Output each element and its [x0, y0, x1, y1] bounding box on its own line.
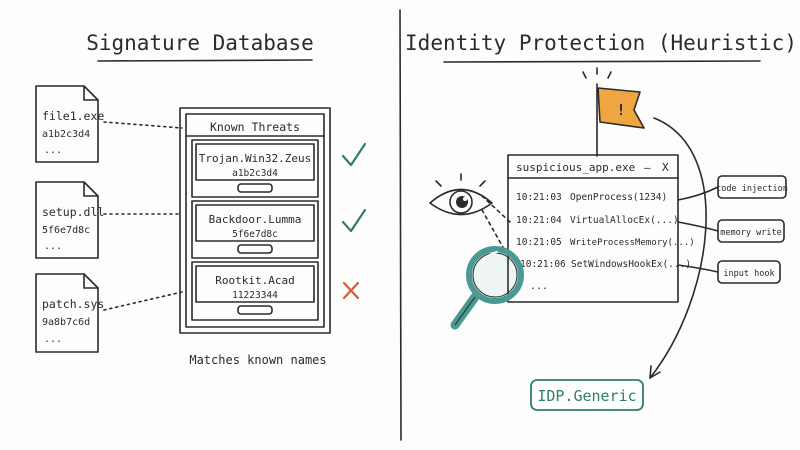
drawer-threat-hash: 11223344 — [232, 290, 278, 301]
left-caption: Matches known names — [189, 353, 326, 367]
drawer-threat-name: Backdoor.Lumma — [209, 213, 302, 226]
log-time: 10:21:05 — [516, 237, 562, 248]
drawer-threat-name: Trojan.Win32.Zeus — [199, 152, 312, 165]
file-name: setup.dll — [42, 205, 104, 219]
file-name: file1.exe — [42, 109, 104, 123]
arrow-head-icon — [649, 365, 661, 379]
drawer-threat-hash: a1b2c3d4 — [232, 168, 278, 179]
drawer-threat-hash: 5f6e7d8c — [232, 229, 278, 240]
cabinet-title: Known Threats — [210, 120, 300, 134]
file-card-1: file1.exe a1b2c3d4 ... — [35, 85, 104, 163]
verdict-badge: IDP.Generic — [530, 379, 644, 411]
drawer-threat-name: Rootkit.Acad — [215, 274, 294, 287]
connector-dotted — [103, 121, 183, 129]
log-call: OpenProcess(1234) — [570, 192, 667, 203]
sight-line — [481, 195, 511, 223]
tag-label: code injection — [716, 184, 788, 194]
drawer-handle — [237, 305, 273, 315]
left-title-underline — [97, 59, 313, 62]
threat-drawer-1: Trojan.Win32.Zeus a1b2c3d4 — [191, 139, 319, 198]
behavior-tag: memory write — [717, 219, 785, 243]
file-more: ... — [44, 241, 62, 252]
behavior-tag: code injection — [716, 175, 788, 199]
file-more: ... — [44, 334, 62, 345]
window-title: suspicious_app.exe — [516, 161, 635, 174]
tag-label: input hook — [723, 269, 774, 279]
file-more: ... — [44, 145, 62, 156]
tag-connector — [677, 186, 719, 201]
no-match-cross-icon — [342, 281, 360, 300]
file-card-2: setup.dll 5f6e7d8c ... — [35, 181, 104, 259]
match-check-icon — [341, 142, 367, 167]
verdict-label: IDP.Generic — [537, 387, 636, 405]
log-call: VirtualAllocEx(...) — [570, 215, 679, 226]
close-icon[interactable]: X — [662, 161, 669, 174]
warning-flag-icon: ! — [582, 67, 645, 157]
log-call: WriteProcessMemory(...) — [570, 238, 695, 248]
panel-divider — [399, 9, 402, 441]
file-hash: 9a8b7c6d — [42, 317, 90, 328]
file-hash: 5f6e7d8c — [42, 225, 90, 236]
file-card-3: patch.sys 9a8b7c6d ... — [35, 273, 104, 353]
verdict-arrow — [649, 117, 707, 379]
app-window: suspicious_app.exe – X 10:21:03 OpenProc… — [507, 154, 695, 303]
connector-dotted — [103, 291, 183, 311]
threat-cabinet: Known Threats Trojan.Win32.Zeus a1b2c3d4… — [179, 107, 331, 334]
log-time: 10:21:04 — [516, 215, 562, 226]
match-check-icon — [341, 208, 367, 233]
log-time: 10:21:06 — [520, 259, 566, 270]
magnifying-glass-icon — [450, 246, 524, 330]
drawer-handle — [237, 244, 273, 254]
tag-connector — [677, 264, 719, 273]
minimize-icon[interactable]: – — [644, 161, 651, 174]
behavior-tag: input hook — [717, 260, 781, 284]
tag-label: memory write — [720, 228, 781, 238]
log-time: 10:21:03 — [516, 192, 562, 203]
right-panel-title: Identity Protection (Heuristic) — [405, 31, 797, 55]
threat-drawer-3: Rootkit.Acad 11223344 — [191, 261, 319, 321]
threat-drawer-2: Backdoor.Lumma 5f6e7d8c — [191, 200, 319, 259]
log-more: ... — [530, 281, 548, 292]
eye-icon — [429, 173, 493, 216]
file-hash: a1b2c3d4 — [42, 129, 90, 140]
right-title-underline — [443, 60, 761, 63]
file-name: patch.sys — [42, 297, 104, 311]
log-call: SetWindowsHookEx(...) — [571, 259, 691, 270]
flag-exclamation: ! — [616, 101, 625, 119]
tag-connector — [677, 221, 719, 232]
left-panel-title: Signature Database — [86, 31, 314, 55]
drawer-handle — [237, 183, 273, 193]
